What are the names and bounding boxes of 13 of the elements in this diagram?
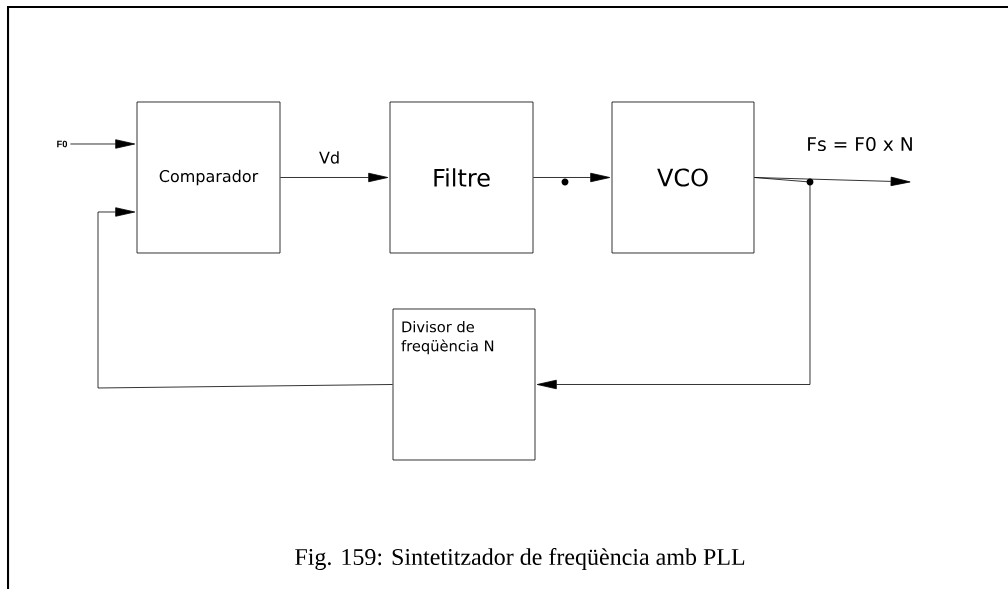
edge-label: Vd (317, 149, 342, 165)
arrow (97, 207, 393, 389)
block-box: Comparador (136, 101, 281, 254)
block-box: Filtre (389, 101, 534, 254)
figure-caption: Fig. 159: Sintetitzador de freqüència amb PLL (295, 547, 745, 571)
arrow (533, 172, 611, 183)
arrow (70, 139, 136, 149)
arrow (536, 177, 811, 390)
block-box: VCO (611, 101, 755, 254)
edge-label: Fs = F0 x N (804, 135, 916, 153)
block-box: Divisor de freqüència N (392, 308, 536, 461)
arrow (280, 172, 389, 183)
input-label: F0 (57, 140, 68, 148)
